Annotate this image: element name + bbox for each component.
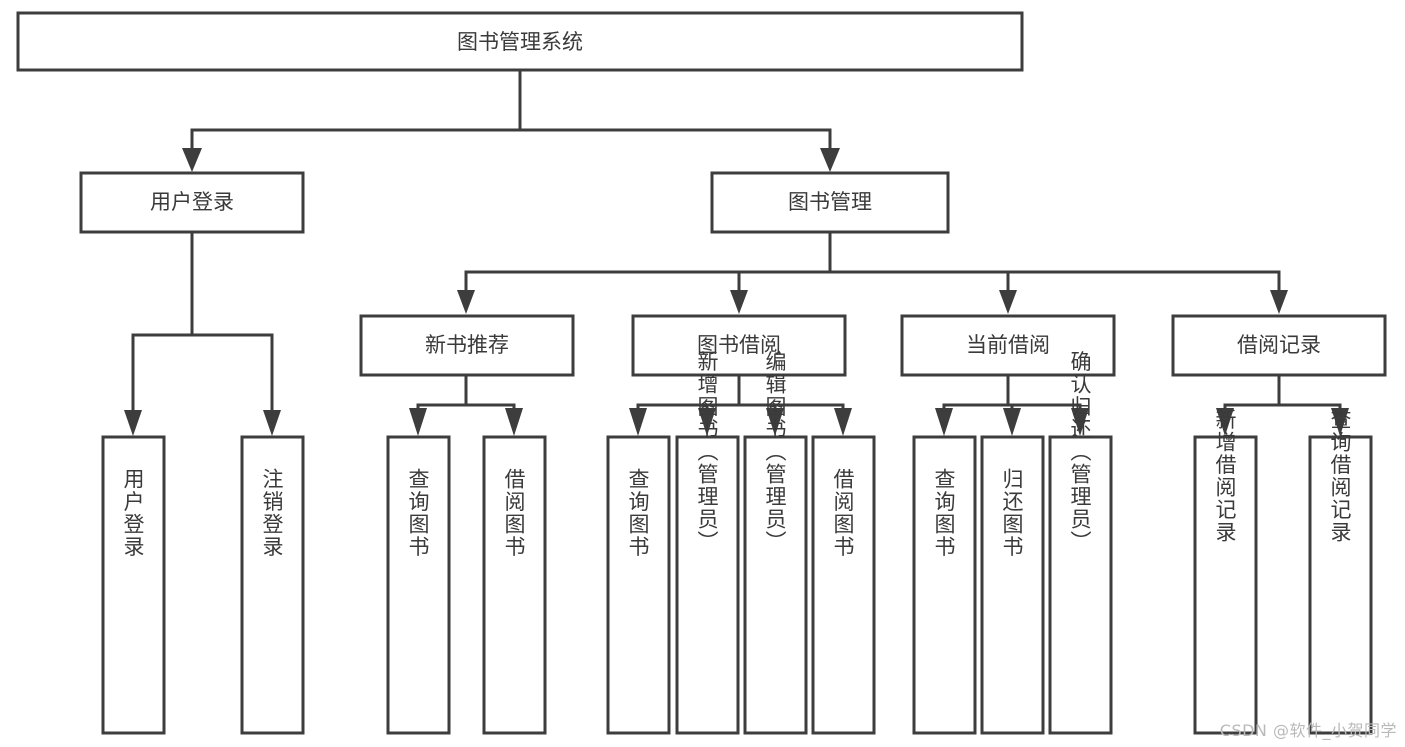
leaf-logout-box[interactable] bbox=[240, 435, 305, 735]
node-user-login[interactable]: 用户登录 bbox=[79, 171, 305, 234]
leaf-nb-query[interactable]: 查询图书 bbox=[386, 435, 451, 735]
leaf-bb-borrow[interactable]: 借阅图书 bbox=[811, 435, 876, 735]
arrow-to-borrow bbox=[730, 290, 748, 314]
leaf-rc-query[interactable]: 查询借阅记录 bbox=[1308, 409, 1373, 735]
node-current-borrow[interactable]: 当前借阅 bbox=[900, 314, 1116, 377]
node-root[interactable]: 图书管理系统 bbox=[16, 11, 1024, 72]
arrow-to-leaf-nb-borrow bbox=[505, 408, 523, 436]
leaf-bb-query-label: 查询图书 bbox=[626, 468, 650, 558]
arrow-to-current bbox=[999, 290, 1017, 314]
arrow-to-leaf-cb-confirm bbox=[1071, 408, 1089, 436]
arrow-to-leaf-bb-add bbox=[698, 408, 716, 436]
node-borrow-record[interactable]: 借阅记录 bbox=[1171, 314, 1387, 377]
leaf-bb-borrow-box[interactable] bbox=[811, 435, 876, 735]
leaf-bb-edit-label: 编辑图书（管理员） bbox=[763, 351, 787, 554]
leaf-nb-borrow[interactable]: 借阅图书 bbox=[482, 435, 547, 735]
leaf-cb-confirm[interactable]: 确认归还（管理员） bbox=[1048, 351, 1113, 735]
node-new-book[interactable]: 新书推荐 bbox=[359, 314, 575, 377]
leaf-rc-query-label: 查询借阅记录 bbox=[1328, 409, 1352, 544]
arrow-to-user-login bbox=[182, 148, 202, 172]
leaf-cb-confirm-box[interactable] bbox=[1048, 435, 1113, 735]
leaf-bb-query[interactable]: 查询图书 bbox=[606, 435, 671, 735]
leaf-cb-return-label: 归还图书 bbox=[1000, 468, 1024, 558]
arrow-to-new-book bbox=[457, 290, 475, 314]
leaf-bb-edit-box[interactable] bbox=[743, 435, 808, 735]
leaf-bb-add-label: 新增图书（管理员） bbox=[695, 351, 719, 554]
arrow-to-leaf-user-login bbox=[124, 410, 142, 436]
leaf-rc-add-box[interactable] bbox=[1193, 435, 1258, 735]
node-current-borrow-label: 当前借阅 bbox=[966, 333, 1050, 357]
leaf-bb-add-box[interactable] bbox=[675, 435, 740, 735]
leaf-rc-query-box[interactable] bbox=[1308, 435, 1373, 735]
node-root-box[interactable] bbox=[16, 11, 1024, 72]
node-user-login-label: 用户登录 bbox=[150, 190, 234, 214]
arrow-to-book-manage bbox=[820, 148, 840, 172]
arrow-to-leaf-nb-query bbox=[409, 408, 427, 436]
node-book-manage[interactable]: 图书管理 bbox=[710, 171, 950, 234]
leaf-logout-label: 注销登录 bbox=[260, 468, 284, 558]
node-root-label: 图书管理系统 bbox=[457, 30, 583, 54]
leaf-user-login-label: 用户登录 bbox=[121, 468, 145, 558]
node-borrow-record-label: 借阅记录 bbox=[1237, 333, 1321, 357]
arrow-to-leaf-logout bbox=[263, 410, 281, 436]
arrow-to-leaf-bb-edit bbox=[766, 408, 784, 436]
arrow-to-leaf-bb-query bbox=[629, 408, 647, 436]
arrow-to-leaf-cb-return bbox=[1003, 408, 1021, 436]
leaf-cb-return-box[interactable] bbox=[980, 435, 1045, 735]
watermark-text: CSDN @软件_小贺同学 bbox=[1219, 721, 1397, 740]
leaf-nb-query-box[interactable] bbox=[386, 435, 451, 735]
leaf-cb-confirm-label: 确认归还（管理员） bbox=[1068, 351, 1092, 554]
leaf-cb-query-box[interactable] bbox=[912, 435, 977, 735]
leaf-bb-query-box[interactable] bbox=[606, 435, 671, 735]
leaf-rc-add-label: 新增借阅记录 bbox=[1213, 409, 1237, 544]
leaf-rc-add[interactable]: 新增借阅记录 bbox=[1193, 409, 1258, 735]
leaf-nb-query-label: 查询图书 bbox=[406, 468, 430, 558]
arrow-to-leaf-rc-add bbox=[1216, 408, 1234, 436]
leaf-nb-borrow-box[interactable] bbox=[482, 435, 547, 735]
leaf-bb-borrow-label: 借阅图书 bbox=[831, 468, 855, 558]
leaf-nb-borrow-label: 借阅图书 bbox=[502, 468, 526, 558]
leaf-user-login-box[interactable] bbox=[101, 435, 166, 735]
arrow-to-record bbox=[1270, 290, 1288, 314]
node-current-borrow-box[interactable] bbox=[900, 314, 1116, 377]
leaf-cb-query[interactable]: 查询图书 bbox=[912, 435, 977, 735]
node-book-borrow-label: 图书借阅 bbox=[697, 333, 781, 357]
leaf-cb-query-label: 查询图书 bbox=[932, 468, 956, 558]
node-book-manage-label: 图书管理 bbox=[788, 190, 872, 214]
arrow-to-leaf-cb-query bbox=[935, 408, 953, 436]
leaf-cb-return[interactable]: 归还图书 bbox=[980, 435, 1045, 735]
leaf-logout[interactable]: 注销登录 bbox=[240, 435, 305, 735]
leaf-user-login[interactable]: 用户登录 bbox=[101, 435, 166, 735]
node-new-book-box[interactable] bbox=[359, 314, 575, 377]
node-borrow-record-box[interactable] bbox=[1171, 314, 1387, 377]
arrow-to-leaf-rc-query bbox=[1331, 408, 1349, 436]
node-book-manage-box[interactable] bbox=[710, 171, 950, 234]
leaf-bb-add[interactable]: 新增图书（管理员） bbox=[675, 351, 740, 735]
arrow-to-leaf-bb-borrow bbox=[834, 408, 852, 436]
leaf-bb-edit[interactable]: 编辑图书（管理员） bbox=[743, 351, 808, 735]
arrowheads bbox=[124, 148, 1349, 436]
node-book-borrow-box[interactable] bbox=[631, 314, 847, 377]
node-user-login-box[interactable] bbox=[79, 171, 305, 234]
node-book-borrow[interactable]: 图书借阅 bbox=[631, 314, 847, 377]
node-new-book-label: 新书推荐 bbox=[425, 333, 509, 357]
